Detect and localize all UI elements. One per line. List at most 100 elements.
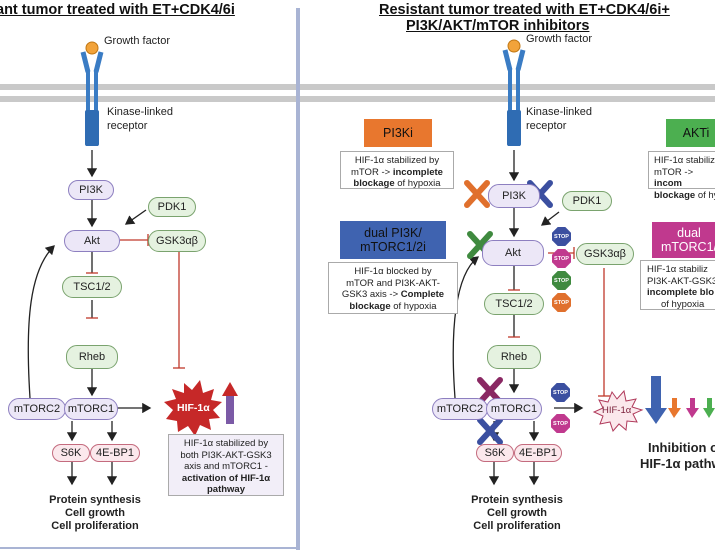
right-node-mtorc2: mTORC2 xyxy=(432,398,488,420)
stop-sign-magenta-2-icon: STOP xyxy=(551,414,570,433)
akti-label: AKTi xyxy=(666,119,715,147)
right-node-pdk1: PDK1 xyxy=(562,191,612,211)
pi3ki-note: HIF-1α stabilized by mTOR -> incomplete … xyxy=(340,151,454,189)
akti-note-bold-1: incom xyxy=(654,178,682,189)
pi3ki-note-bold-1: incomplete xyxy=(392,166,443,178)
panel-divider xyxy=(296,8,300,550)
right-node-s6k: S6K xyxy=(476,444,514,462)
left-note-line-1: HIF-1α stabilized by xyxy=(183,438,269,449)
dual-pi3k-note-tail: of hypoxia xyxy=(390,300,437,312)
dual-pi3k-note: HIF-1α blocked by mTOR and PI3K-AKT- GSK… xyxy=(328,262,458,314)
right-down-arrows-icon xyxy=(645,376,715,424)
dual-mtorc-note-line-2: PI3K-AKT-GSK3 xyxy=(647,275,715,287)
right-receptor-icon xyxy=(502,39,526,146)
right-panel-title-1: Resistant tumor treated with ET+CDK4/6i+ xyxy=(379,2,670,18)
dual-pi3k-label-1: dual PI3K/ xyxy=(364,226,422,240)
pi3ki-label: PI3Ki xyxy=(364,119,432,147)
pi3ki-note-line-1: HIF-1α stabilized by xyxy=(354,155,440,166)
right-receptor-label-2: receptor xyxy=(526,120,567,132)
dual-pi3k-label: dual PI3K/ mTORC1/2i xyxy=(340,221,446,259)
left-node-mtorc2: mTORC2 xyxy=(8,398,66,420)
right-node-gsk3: GSK3αβ xyxy=(576,243,634,265)
right-hif-burst xyxy=(592,389,644,432)
right-node-rheb: Rheb xyxy=(487,345,541,369)
pi3ki-note-line-2: mTOR -> xyxy=(351,166,393,178)
right-hif-label: HIF-1α xyxy=(602,405,632,416)
pi3ki-note-bold-2: blockage xyxy=(353,178,395,189)
akti-note: HIF-1α stabiliz mTOR -> incom blockage o… xyxy=(648,151,715,201)
left-node-rheb: Rheb xyxy=(66,345,118,369)
dual-mtorc-note: HIF-1α stabiliz PI3K-AKT-GSK3 incomplete… xyxy=(640,260,715,310)
akti-note-line-2: mTOR -> xyxy=(654,166,694,178)
right-node-4ebp1: 4E-BP1 xyxy=(514,444,562,462)
dual-pi3k-label-2: mTORC1/2i xyxy=(360,240,426,254)
right-membrane xyxy=(300,84,715,102)
left-receptor-icon xyxy=(80,41,104,146)
right-outcome-2: Cell growth xyxy=(487,507,547,519)
dual-mtorc-label-2: mTORC1/ xyxy=(660,240,715,254)
akti-note-line-1: HIF-1α stabiliz xyxy=(654,155,715,166)
dual-mtorc-note-bold-1: incomplete blo xyxy=(647,287,715,298)
left-note-bold: activation of HIF-1α xyxy=(181,472,271,484)
dual-mtorc-note-tail: of hypoxia xyxy=(661,298,705,310)
dual-pi3k-note-line-3: GSK3 axis -> xyxy=(341,289,401,300)
left-hif-label: HIF-1α xyxy=(177,402,210,414)
left-growth-factor-label: Growth factor xyxy=(104,35,171,47)
inhibition-label-1: Inhibition o xyxy=(648,440,715,455)
stop-sign-green-icon: STOP xyxy=(552,271,571,290)
dual-pi3k-note-line-1: HIF-1α blocked by xyxy=(354,266,432,277)
dual-pi3k-note-bold-1: Complete xyxy=(400,289,445,300)
left-note-line-2: both PI3K-AKT-GSK3 xyxy=(180,449,272,461)
left-up-arrow-icon xyxy=(222,382,238,424)
stop-sign-blue-icon: STOP xyxy=(552,227,571,246)
dual-pi3k-note-line-2: mTOR and PI3K-AKT- xyxy=(346,277,440,289)
akti-note-tail: of hy xyxy=(697,189,715,201)
left-hif-star xyxy=(164,380,222,436)
left-node-akt: Akt xyxy=(64,230,120,252)
left-outcome-3: Cell proliferation xyxy=(51,520,139,532)
left-node-gsk3: GSK3αβ xyxy=(148,230,206,252)
right-node-akt: Akt xyxy=(482,240,544,266)
right-node-mtorc1: mTORC1 xyxy=(486,398,542,420)
right-inhibition-lines xyxy=(508,247,610,397)
left-note-bold-2: pathway xyxy=(206,484,245,495)
right-node-pi3k: PI3K xyxy=(488,184,540,208)
right-receptor-label-1: Kinase-linked xyxy=(526,106,593,118)
right-block-marks xyxy=(464,180,553,445)
left-hif-note: HIF-1α stabilized by both PI3K-AKT-GSK3 … xyxy=(168,434,284,496)
stop-sign-orange-icon: STOP xyxy=(552,293,571,312)
dual-mtorc-label-1: dual xyxy=(677,226,701,240)
left-panel-title: ant tumor treated with ET+CDK4/6i xyxy=(0,2,235,18)
dual-pi3k-note-bold-2: blockage xyxy=(349,300,391,312)
right-panel-title-2: PI3K/AKT/mTOR inhibitors xyxy=(406,18,590,34)
stop-sign-blue-2-icon: STOP xyxy=(551,383,570,402)
dual-mtorc-note-line-1: HIF-1α stabiliz xyxy=(647,264,708,275)
left-outcome: Protein synthesis Cell growth Cell proli… xyxy=(30,494,160,533)
x-blue-mtorc-icon xyxy=(477,417,503,445)
left-arrows xyxy=(27,150,152,486)
left-receptor-label-2: receptor xyxy=(107,120,148,132)
left-outcome-2: Cell growth xyxy=(65,507,125,519)
akti-note-bold-2: blockage xyxy=(654,189,696,201)
pi3ki-note-tail: of hypoxia xyxy=(394,178,441,189)
left-node-s6k: S6K xyxy=(52,444,90,462)
right-outcome-3: Cell proliferation xyxy=(473,520,561,532)
inhibition-label-2: HIF-1α pathw xyxy=(640,456,715,471)
right-outcome: Protein synthesis Cell growth Cell proli… xyxy=(452,494,582,533)
right-outcome-1: Protein synthesis xyxy=(471,494,563,506)
left-membrane xyxy=(0,84,296,102)
right-growth-factor-label: Growth factor xyxy=(526,33,593,45)
left-node-pdk1: PDK1 xyxy=(148,197,196,217)
right-node-tsc: TSC1/2 xyxy=(484,293,544,315)
left-node-mtorc1: mTORC1 xyxy=(64,398,118,420)
left-node-tsc: TSC1/2 xyxy=(62,276,122,298)
left-node-pi3k: PI3K xyxy=(68,180,114,200)
left-outcome-1: Protein synthesis xyxy=(49,494,141,506)
left-receptor-label-1: Kinase-linked xyxy=(107,106,174,118)
dual-mtorc-label: dual mTORC1/ xyxy=(652,222,715,258)
left-note-line-3: axis and mTORC1 - xyxy=(184,461,268,472)
x-orange-icon xyxy=(464,180,490,208)
stop-sign-magenta-icon: STOP xyxy=(552,249,571,268)
